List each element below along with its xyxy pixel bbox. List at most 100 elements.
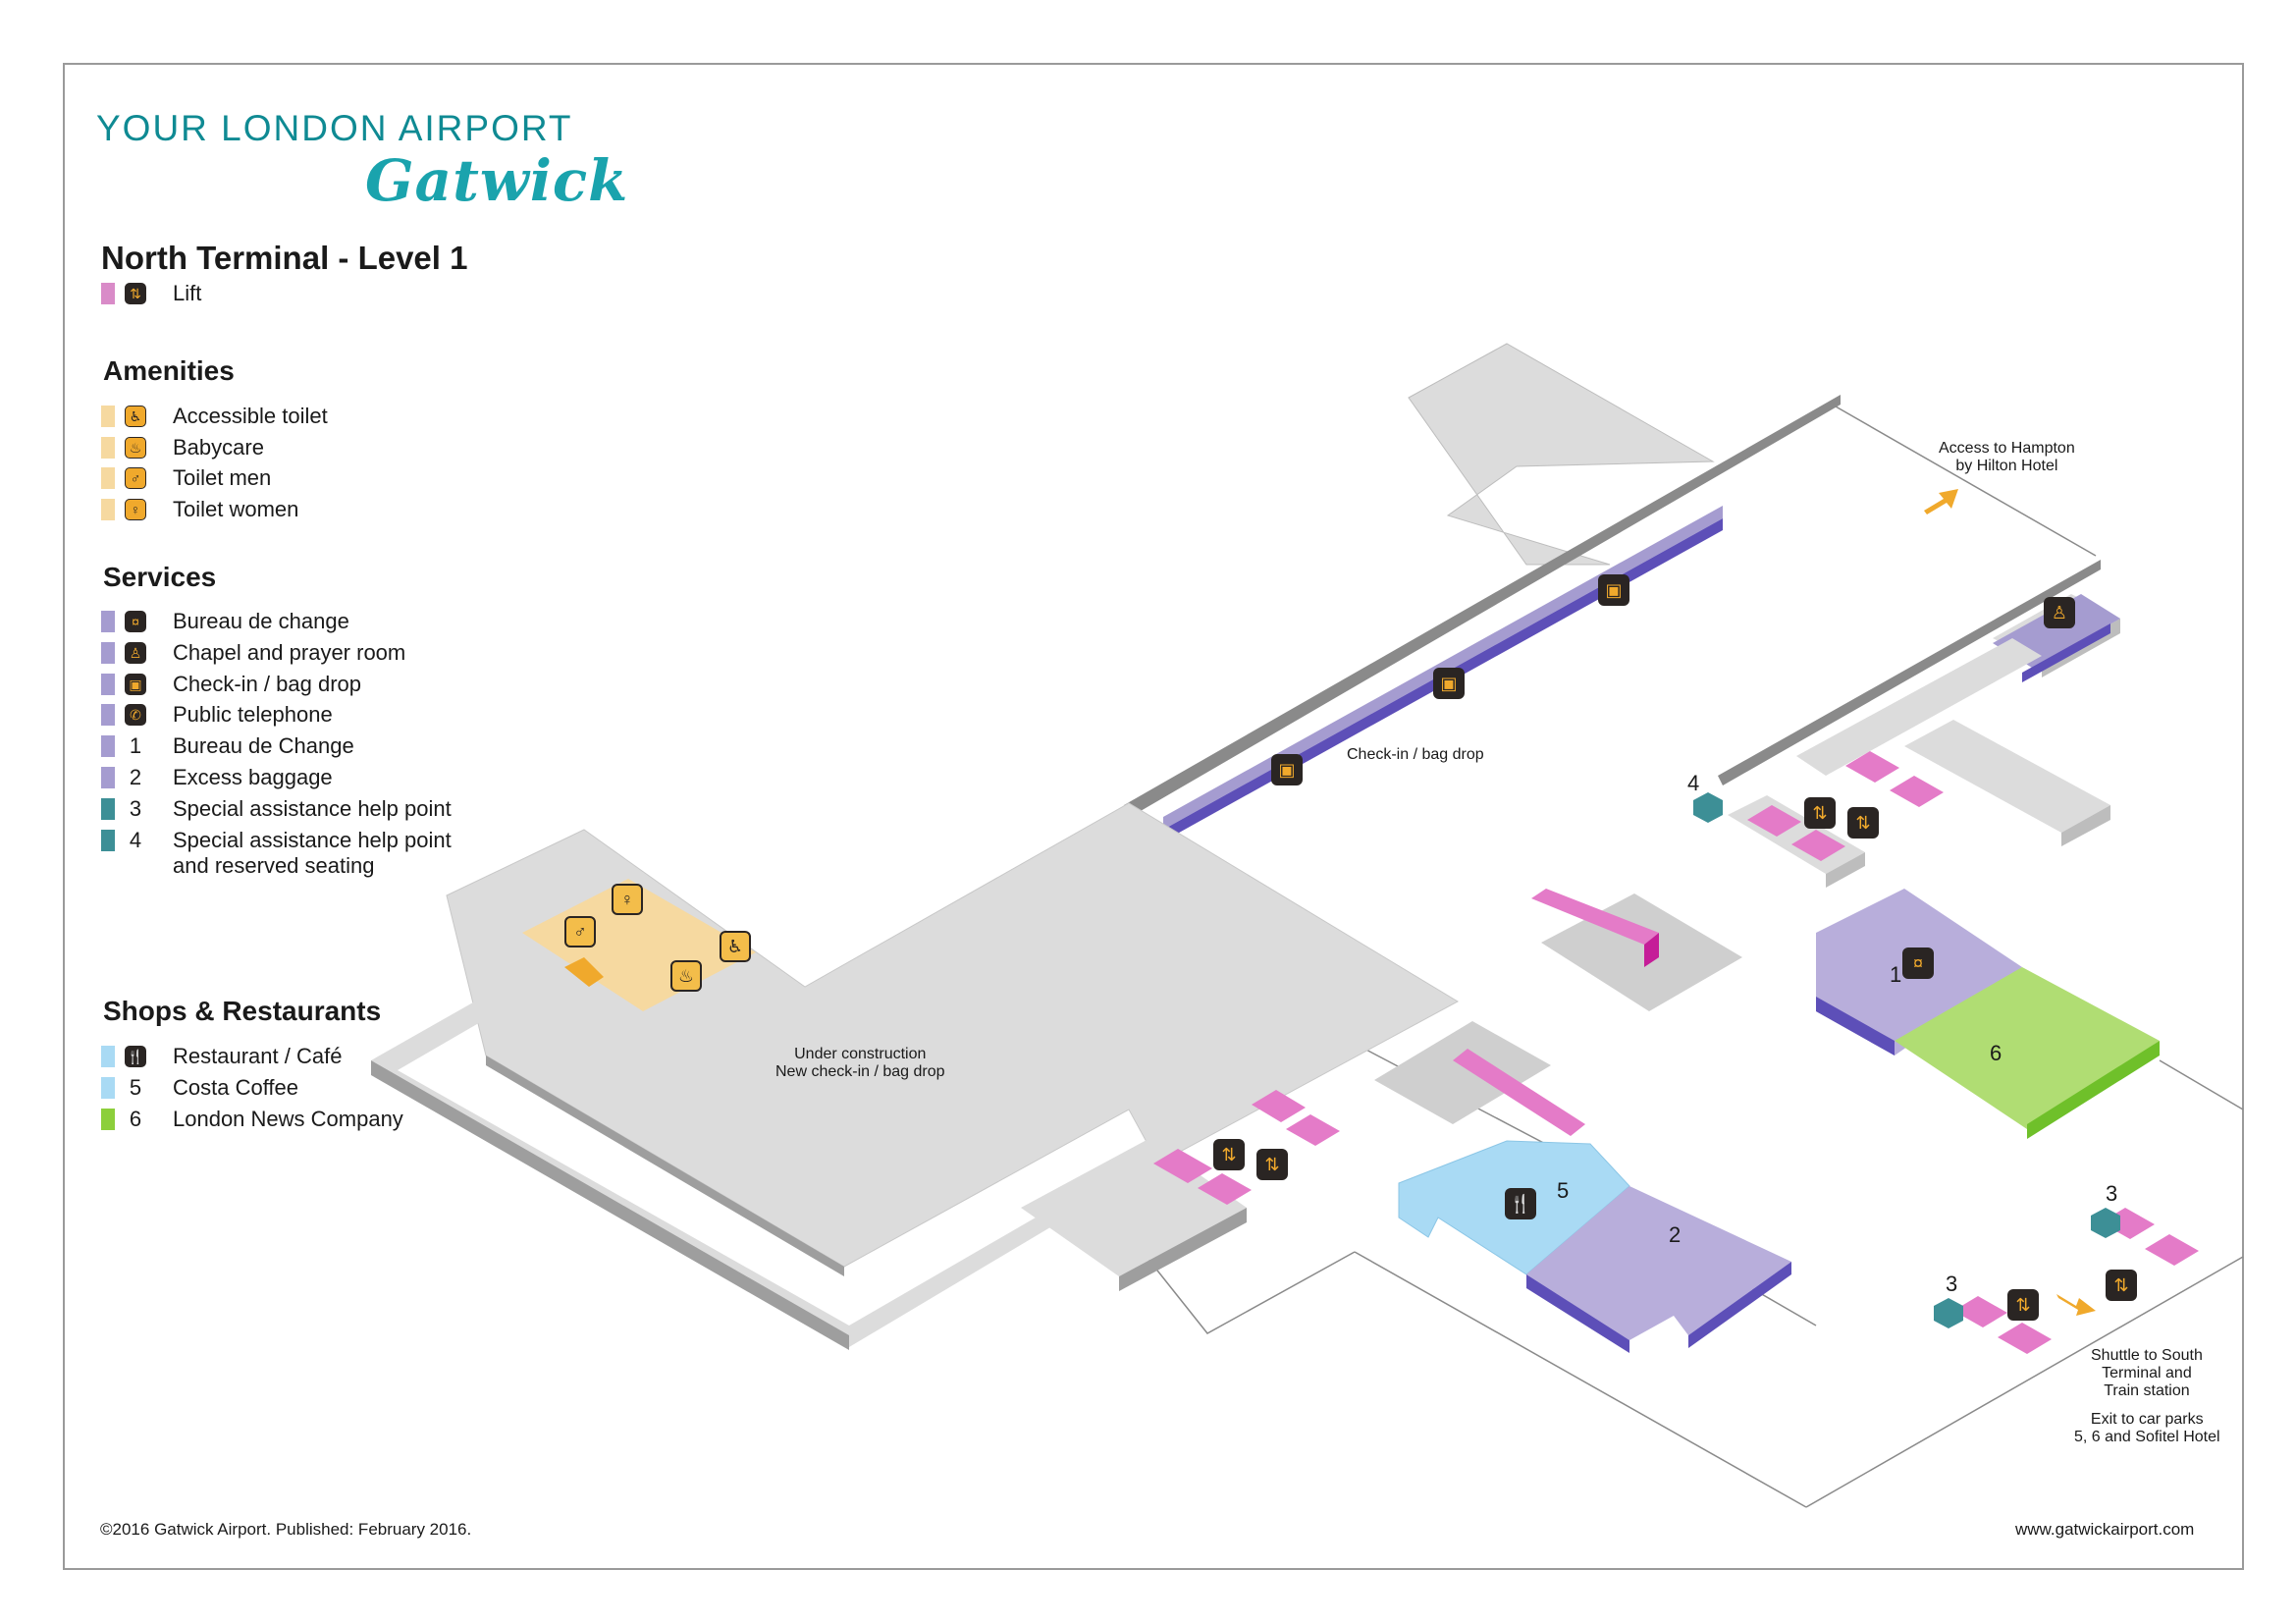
teal-swatch: [101, 830, 115, 851]
legend-restaurant: 🍴 Restaurant / Café: [101, 1044, 342, 1069]
lift-icon: ⇅: [2007, 1289, 2039, 1321]
legend-lift-label: Lift: [173, 281, 202, 305]
legend-assistance-3: 3 Special assistance help point: [101, 796, 452, 822]
map-num-1: 1: [1890, 962, 1902, 987]
woman-icon: ♀: [612, 884, 643, 915]
shop-swatch: [101, 1077, 115, 1099]
legend-telephone: ✆ Public telephone: [101, 702, 333, 728]
prayer-icon: ♙: [125, 642, 146, 664]
legend-toilet-women: ♀ Toilet women: [101, 497, 298, 522]
amenity-swatch: [101, 437, 115, 459]
website-link[interactable]: www.gatwickairport.com: [2015, 1520, 2195, 1539]
checkin-icon: ▣: [1598, 574, 1629, 606]
checkin-icon: ▣: [1433, 668, 1465, 699]
brand-logo: Gatwick: [365, 147, 629, 214]
legend-label: Restaurant / Café: [173, 1044, 343, 1068]
lift-icon: ⇅: [2106, 1270, 2137, 1301]
legend-bureau-1: 1 Bureau de Change: [101, 733, 354, 759]
legend-checkin: ▣ Check-in / bag drop: [101, 672, 361, 697]
checkin-icon: ▣: [125, 674, 146, 695]
legend-label: Toilet women: [173, 497, 299, 521]
currency-icon: ¤: [1902, 947, 1934, 979]
legend-label: Bureau de change: [173, 609, 349, 633]
upper-grey-block: [1408, 343, 1715, 566]
map-num-4: 4: [1687, 771, 1700, 795]
lift-swatch: [101, 283, 115, 304]
legend-label: Public telephone: [173, 702, 333, 727]
prayer-icon: ♙: [2044, 597, 2075, 628]
legend-label: Check-in / bag drop: [173, 672, 361, 696]
legend-number: 2: [129, 765, 142, 789]
legend-excess-baggage: 2 Excess baggage: [101, 765, 333, 790]
help-points: [1693, 792, 2120, 1328]
legend-chapel: ♙ Chapel and prayer room: [101, 640, 405, 666]
map-num-3b: 3: [1946, 1272, 1958, 1296]
legend-number: 4: [129, 828, 142, 852]
shop-swatch: [101, 1046, 115, 1067]
lift-icon: ⇅: [1804, 797, 1836, 829]
legend-label: and reserved seating: [173, 853, 375, 878]
legend-costa: 5 Costa Coffee: [101, 1075, 298, 1101]
lift-blocks: [1153, 751, 2199, 1354]
restaurant-icon: 🍴: [1505, 1188, 1536, 1219]
legend-number: 1: [129, 733, 142, 758]
shops-heading: Shops & Restaurants: [103, 996, 382, 1026]
lift-icon: ⇅: [1847, 807, 1879, 839]
currency-icon: ¤: [125, 611, 146, 632]
legend-news: 6 London News Company: [101, 1107, 403, 1132]
map-num-5: 5: [1557, 1178, 1570, 1203]
legend-label: Costa Coffee: [173, 1075, 299, 1100]
checkin-icon: ▣: [1271, 754, 1303, 785]
escalators: [1374, 889, 1742, 1136]
amenities-heading: Amenities: [103, 355, 235, 386]
map-num-2: 2: [1669, 1222, 1682, 1247]
legend-label: Excess baggage: [173, 765, 333, 789]
checkin-area-label: Check-in / bag drop: [1347, 746, 1484, 763]
lift-icon: ⇅: [1256, 1149, 1288, 1180]
news-shop-area: [1895, 967, 2160, 1139]
shop-swatch: [101, 1109, 115, 1130]
service-swatch: [101, 767, 115, 788]
babycare-icon: ♨: [670, 960, 702, 992]
brand-tagline: YOUR LONDON AIRPORT: [96, 108, 573, 148]
amenity-swatch: [101, 467, 115, 489]
woman-icon: ♀: [125, 499, 146, 520]
legend-label: Toilet men: [173, 465, 272, 490]
service-swatch: [101, 735, 115, 757]
service-swatch: [101, 704, 115, 726]
legend-lift: ⇅ Lift: [101, 281, 201, 306]
lift-icon: ⇅: [125, 283, 146, 304]
services-heading: Services: [103, 562, 217, 592]
lift-icon: ⇅: [1213, 1139, 1245, 1170]
legend-label: Special assistance help point: [173, 828, 452, 852]
legend-assistance-4: 4 Special assistance help point: [101, 828, 452, 853]
man-icon: ♂: [564, 916, 596, 947]
legend-number: 3: [129, 796, 142, 821]
legend-bureau: ¤ Bureau de change: [101, 609, 349, 634]
telephone-icon: ✆: [125, 704, 146, 726]
amenity-swatch: [101, 499, 115, 520]
legend-label: Babycare: [173, 435, 264, 460]
service-swatch: [101, 642, 115, 664]
excess-baggage-area: [1526, 1186, 1791, 1353]
legend-accessible-toilet: ♿ Accessible toilet: [101, 404, 328, 429]
wheelchair-icon: ♿: [720, 931, 751, 962]
copyright: ©2016 Gatwick Airport. Published: Februa…: [100, 1520, 472, 1539]
legend-toilet-men: ♂ Toilet men: [101, 465, 271, 491]
amenity-swatch: [101, 406, 115, 427]
legend-label: Accessible toilet: [173, 404, 328, 428]
wheelchair-icon: ♿: [125, 406, 146, 427]
babycare-icon: ♨: [125, 437, 146, 459]
legend-label: Bureau de Change: [173, 733, 354, 758]
service-swatch: [101, 611, 115, 632]
legend-babycare: ♨ Babycare: [101, 435, 264, 460]
legend-number: 6: [129, 1107, 142, 1131]
restaurant-icon: 🍴: [125, 1046, 146, 1067]
teal-swatch: [101, 798, 115, 820]
map-frame: [63, 63, 2244, 1570]
legend-label: London News Company: [173, 1107, 403, 1131]
